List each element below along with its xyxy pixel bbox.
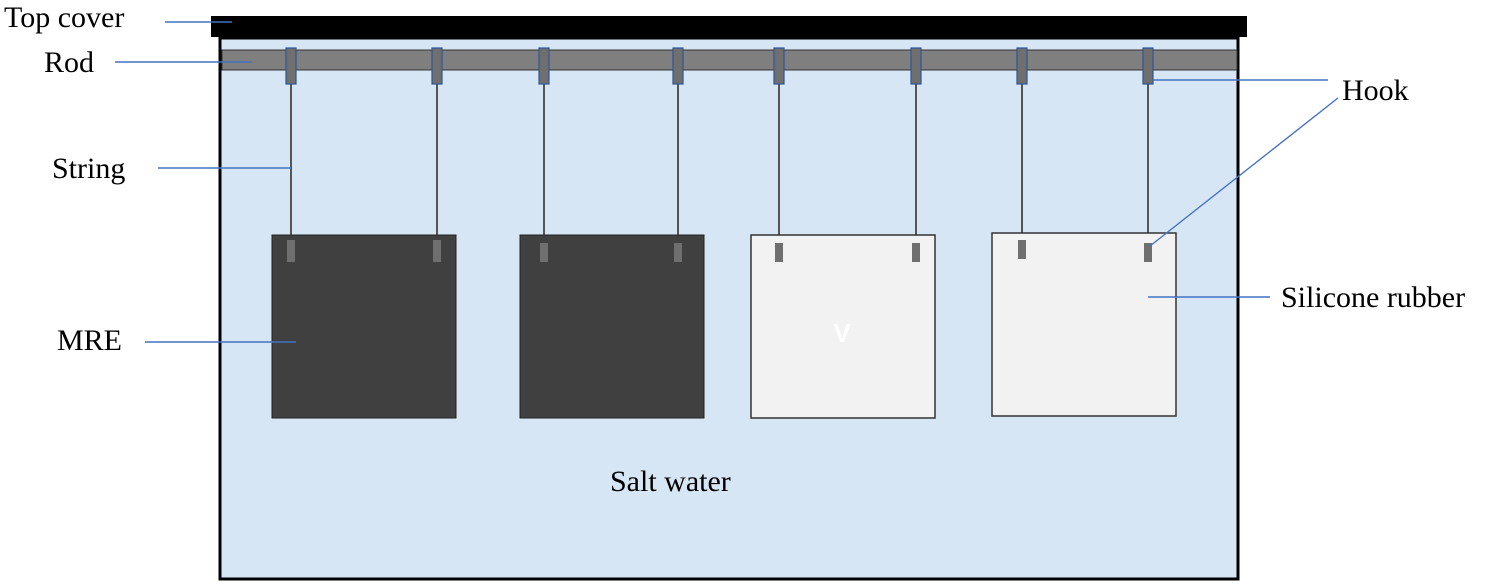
hook (910, 47, 922, 85)
silicone-rubber-sample (991, 232, 1177, 417)
label-string: String (52, 152, 125, 185)
sample-hook (1018, 240, 1026, 259)
leader-hook-sample (1149, 97, 1339, 247)
hook (431, 47, 443, 85)
sample-hook (540, 243, 548, 262)
sample-hook (287, 240, 295, 262)
hook (1016, 47, 1028, 85)
label-silicone-rubber: Silicone rubber (1281, 281, 1465, 314)
sample-mark: V (833, 318, 851, 348)
rod (221, 49, 1238, 71)
strings (290, 84, 1149, 243)
sample-hooks (287, 240, 1152, 262)
sample-hook (433, 240, 441, 262)
hook (773, 47, 785, 85)
sample-hook (674, 243, 682, 262)
sample-hook (775, 243, 783, 262)
mre-sample (271, 234, 457, 419)
sample-hook (1144, 243, 1152, 262)
hook (1142, 47, 1154, 85)
label-salt-water: Salt water (610, 465, 731, 498)
mre-sample (519, 234, 705, 419)
rod-hooks (285, 47, 1154, 85)
hook (285, 47, 297, 85)
label-top-cover: Top cover (4, 1, 124, 34)
sample-hook (912, 243, 920, 262)
label-rod: Rod (44, 46, 94, 79)
leader-lines (115, 21, 1339, 343)
silicone-rubber-sample (750, 234, 936, 419)
label-mre: MRE (57, 324, 122, 357)
hook (538, 47, 550, 85)
label-hook: Hook (1342, 74, 1409, 107)
top-cover (211, 16, 1247, 37)
hook (672, 47, 684, 85)
